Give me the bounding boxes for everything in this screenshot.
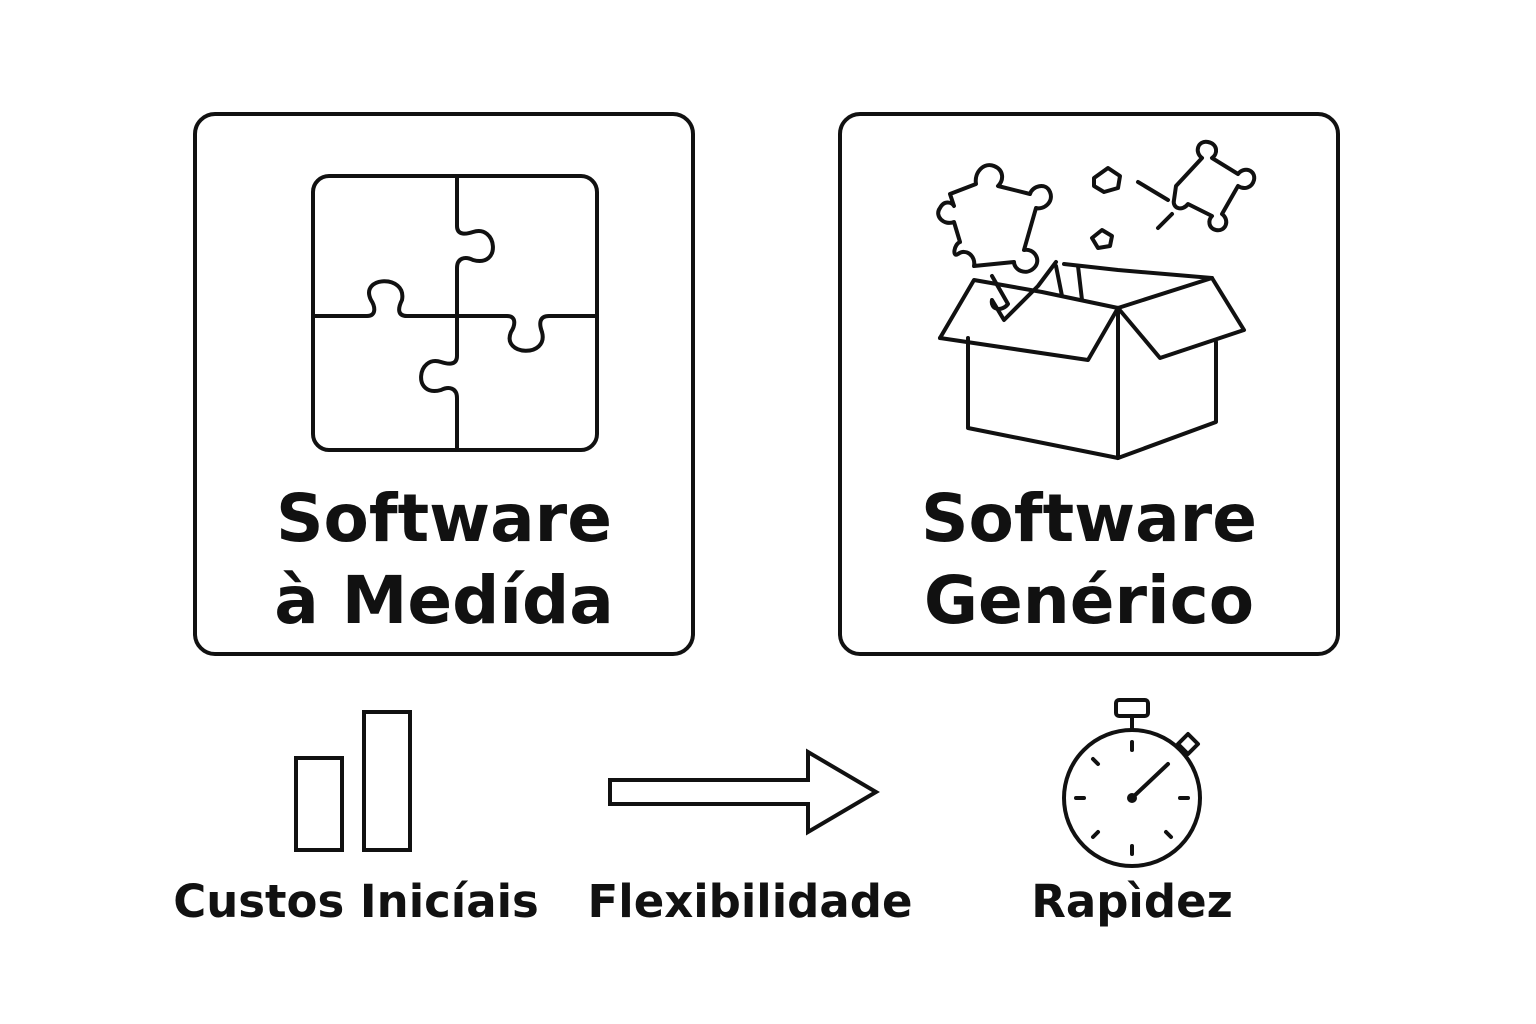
assembled-puzzle-icon (311, 174, 599, 452)
generic-software-card: Software Genérico (838, 112, 1340, 656)
open-box-with-puzzle-pieces-icon (936, 139, 1257, 460)
speed-label: Rapìdez (1031, 875, 1233, 928)
stopwatch-icon (1062, 698, 1202, 868)
custom-software-title: Software à Medída (197, 478, 691, 642)
generic-software-title-line2: Genérico (923, 562, 1255, 639)
generic-software-title: Software Genérico (842, 478, 1336, 642)
custom-software-title-line1: Software (276, 480, 612, 557)
custom-software-card: Software à Medída (193, 112, 695, 656)
right-arrow-icon (608, 748, 880, 836)
generic-software-title-line1: Software (921, 480, 1257, 557)
bar-chart-icon (294, 710, 412, 852)
initial-costs-label: Custos Inicíais (173, 875, 539, 928)
flexibility-label: Flexibilidade (587, 875, 913, 928)
custom-software-title-line2: à Medída (274, 562, 614, 639)
